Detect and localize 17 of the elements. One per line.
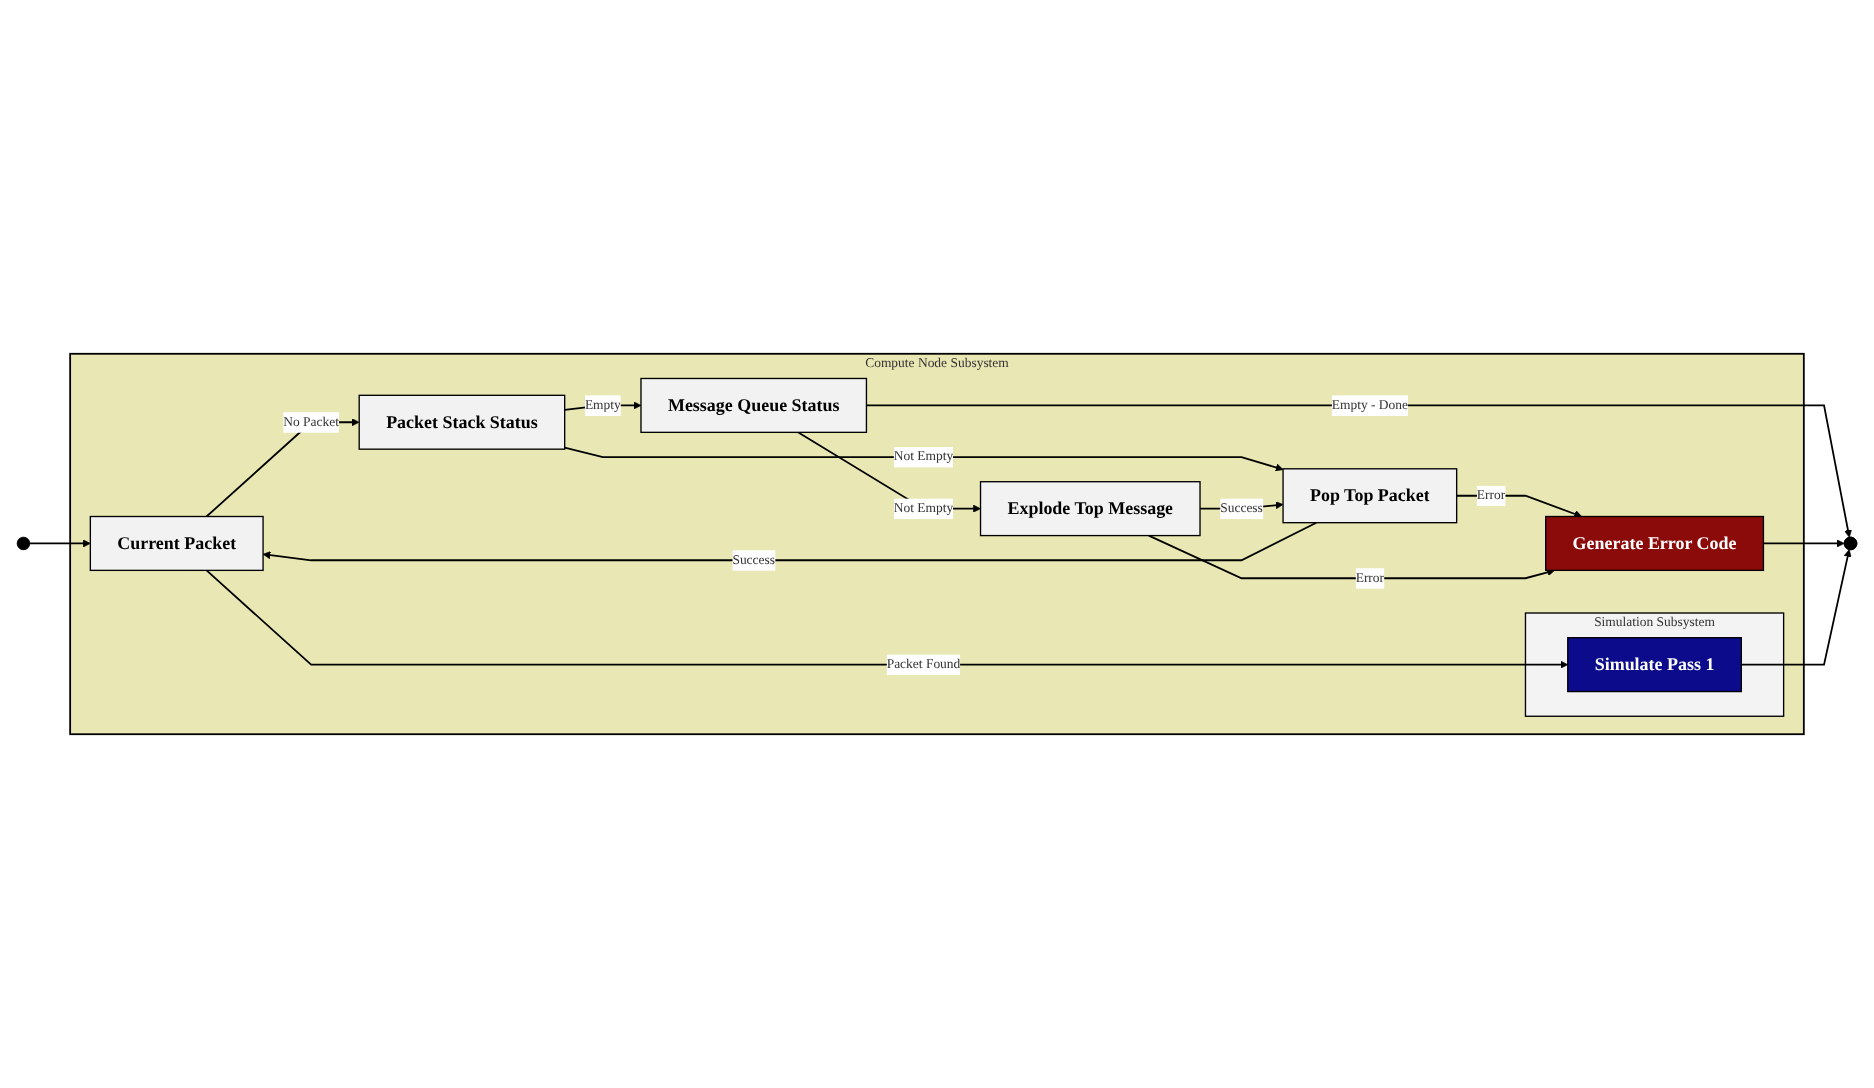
node-box: Pop Top Packet bbox=[1282, 468, 1458, 524]
arrow bbox=[262, 521, 1318, 562]
arrow bbox=[797, 431, 981, 513]
node-box: Current Packet bbox=[89, 515, 264, 572]
arrow bbox=[1740, 549, 1852, 666]
node-box: Generate Error Code bbox=[1545, 515, 1765, 572]
arrow bbox=[1762, 539, 1845, 548]
arrow bbox=[1147, 534, 1555, 580]
arrow bbox=[205, 569, 1569, 669]
node-box: Simulate Pass 1 bbox=[1567, 637, 1742, 693]
arrow bbox=[563, 446, 1284, 472]
arrow bbox=[1455, 494, 1582, 518]
node-box: Packet Stack Status bbox=[358, 394, 566, 450]
node-box: Explode Top Message bbox=[979, 481, 1201, 537]
arrow bbox=[28, 539, 91, 548]
node-circle bbox=[16, 536, 31, 551]
node-box: Message Queue Status bbox=[640, 377, 868, 433]
